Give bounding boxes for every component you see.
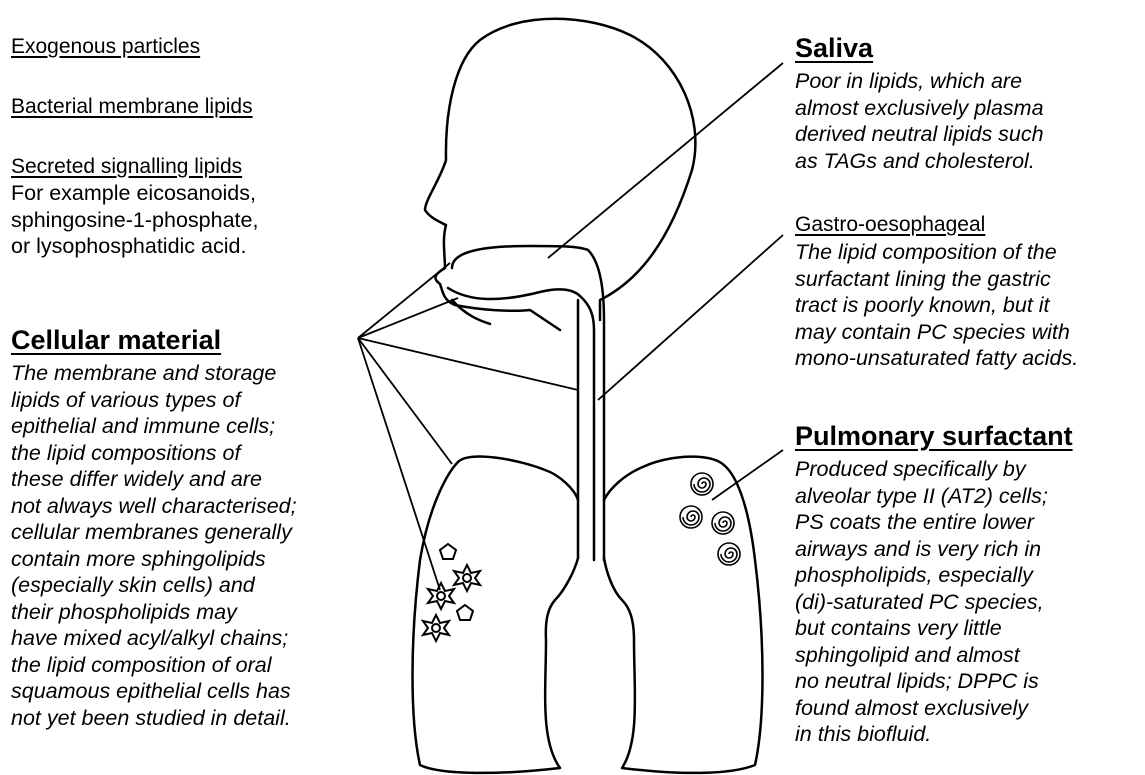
callout-pulmonary bbox=[712, 450, 783, 500]
tongue-tip bbox=[452, 300, 490, 324]
callout-saliva bbox=[548, 63, 783, 258]
oral-cavity-upper bbox=[452, 246, 588, 268]
spiral-icon bbox=[712, 512, 734, 534]
airway-tube-outer bbox=[588, 250, 604, 560]
callout-gastro bbox=[598, 235, 783, 400]
head-outline bbox=[425, 19, 695, 330]
star-icon bbox=[428, 583, 454, 609]
right-lung bbox=[604, 457, 763, 773]
pentagon-icon bbox=[457, 605, 473, 620]
spiral-icon bbox=[680, 506, 702, 528]
callout-cellular-2 bbox=[358, 298, 458, 338]
spiral-icon bbox=[691, 473, 713, 495]
callout-cellular-4 bbox=[358, 338, 440, 590]
callout-cellular-1 bbox=[358, 263, 450, 338]
spiral-icon bbox=[718, 543, 740, 565]
star-icon bbox=[454, 565, 480, 591]
oral-cavity-lower bbox=[448, 288, 580, 299]
star-icon bbox=[423, 615, 449, 641]
left-lung bbox=[413, 457, 579, 773]
airway-tube-inner bbox=[580, 296, 594, 560]
pentagon-icon bbox=[440, 544, 456, 559]
